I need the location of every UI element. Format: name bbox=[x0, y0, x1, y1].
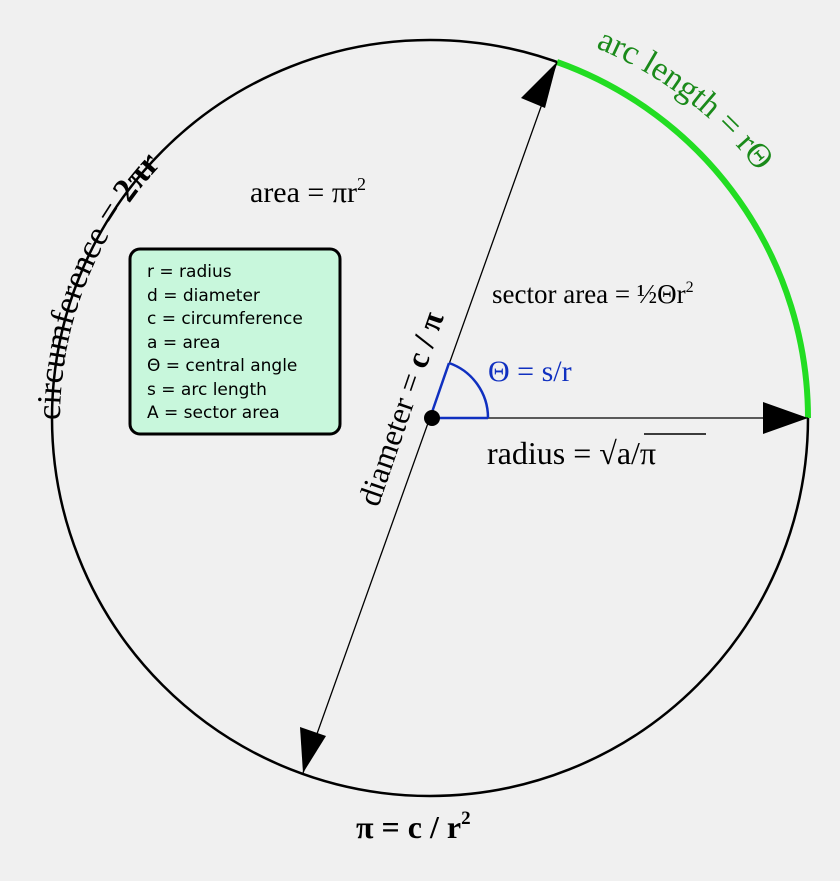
legend-item: Θ = central angle bbox=[147, 356, 297, 376]
sector-area-sup: 2 bbox=[686, 279, 694, 296]
legend-item: r = radius bbox=[147, 262, 232, 282]
radius-label: radius = √a/π bbox=[487, 433, 706, 471]
angle-arc bbox=[448, 361, 490, 419]
diameter-arrow-bottom bbox=[300, 727, 326, 773]
legend-item: c = circumference bbox=[147, 309, 303, 329]
center-point bbox=[424, 410, 440, 426]
area-prefix: area = πr bbox=[250, 176, 357, 209]
arc-length-arc bbox=[555, 59, 811, 419]
pi-sup: 2 bbox=[461, 808, 471, 829]
area-label: area = πr2 bbox=[250, 174, 366, 209]
pi-formula-label: π = c / r2 bbox=[356, 808, 471, 845]
diameter-arrow-top bbox=[521, 62, 557, 108]
legend-item: a = area bbox=[147, 333, 220, 353]
radius-radical: √ bbox=[599, 435, 617, 471]
legend-background bbox=[128, 247, 342, 436]
legend-item: s = arc length bbox=[147, 380, 267, 400]
angle-side-diameter bbox=[428, 362, 451, 419]
sector-area-label: sector area = ½Θr2 bbox=[492, 279, 694, 309]
area-sup: 2 bbox=[357, 174, 366, 194]
svg-text:radius = √a/π: radius = √a/π bbox=[487, 435, 656, 471]
pi-formula: π = c / r bbox=[356, 809, 461, 845]
radius-arrow bbox=[763, 402, 808, 434]
sector-area-prefix: sector area = ½Θr bbox=[492, 279, 686, 309]
legend-box: r = radius d = diameter c = circumferenc… bbox=[128, 247, 342, 436]
legend-item: A = sector area bbox=[147, 403, 280, 423]
radius-formula: a/π bbox=[617, 435, 656, 471]
radius-prefix: radius = bbox=[487, 435, 599, 471]
legend-item: d = diameter bbox=[147, 286, 260, 306]
angle-label: Θ = s/r bbox=[488, 355, 572, 388]
